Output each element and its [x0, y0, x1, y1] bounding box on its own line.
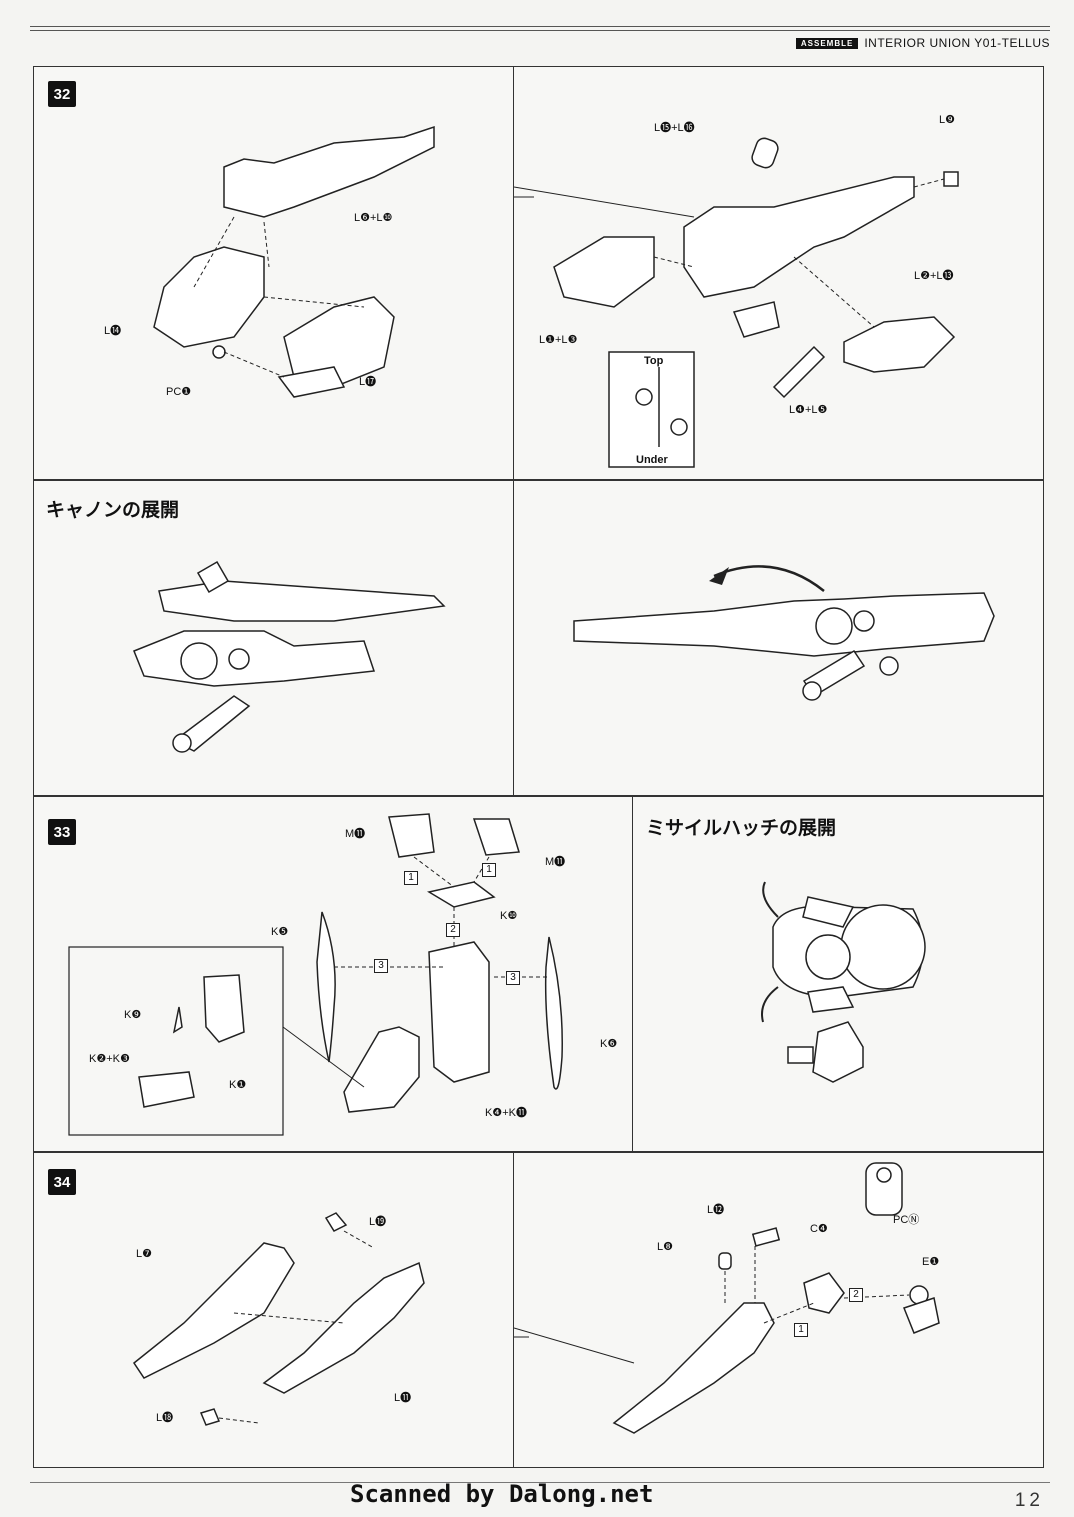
step34-left-illustration: [132, 1212, 425, 1426]
part-label: K❿: [500, 910, 518, 922]
part-label: L⓬: [707, 1204, 725, 1216]
missile-hatch-illustration: [761, 881, 926, 1083]
part-label: K❶: [229, 1079, 247, 1091]
step-order-box: 1: [794, 1323, 808, 1337]
step-number: 33: [48, 819, 76, 845]
step-order-box: 3: [506, 971, 520, 985]
part-label: L❼: [136, 1248, 152, 1260]
cannon-deployed-illustration: [573, 565, 995, 701]
part-label: L❷+L⓭: [914, 270, 954, 282]
part-label: K❾: [124, 1009, 142, 1021]
step-number: 34: [48, 1169, 76, 1195]
part-label: PCⓃ: [893, 1214, 920, 1226]
step-number: 32: [48, 81, 76, 107]
part-label: L⓲: [156, 1412, 174, 1424]
step32-left-illustration: [153, 125, 435, 398]
part-label: L❾: [939, 114, 955, 126]
step-order-box: 1: [482, 863, 496, 877]
step33-panel: 33 ミサイルハッチの展開 M⓫ M⓫ K❿ K❺ K❻ K❾ K❷+K❸ K❶: [33, 796, 1044, 1152]
orientation-under: Under: [636, 454, 668, 466]
part-label: L⓳: [369, 1216, 387, 1228]
orientation-top: Top: [644, 355, 664, 367]
part-label: L⓮: [104, 325, 122, 337]
header-rule-bottom: [30, 30, 1050, 31]
header-title: INTERIOR UNION Y01-TELLUS: [864, 36, 1050, 50]
part-label: L⓫: [394, 1392, 412, 1404]
step32-panel: 32 L❻+L❿ L⓮ PC❶ L⓱: [33, 66, 1044, 480]
part-label: K❹+K⓫: [485, 1107, 527, 1119]
step34-right-illustration: [514, 1162, 940, 1434]
part-label: K❻: [600, 1038, 618, 1050]
step34-panel: 34 L⓳ L❼ L⓲ L⓫: [33, 1152, 1044, 1468]
part-label: K❺: [271, 926, 289, 938]
section-title: ミサイルハッチの展開: [646, 817, 837, 839]
cannon-deploy-panel: キャノンの展開: [33, 480, 1044, 796]
assemble-tag: ASSEMBLE: [795, 37, 859, 49]
part-label: M⓫: [345, 828, 366, 840]
part-label: L⓱: [359, 376, 377, 388]
step-order-box: 2: [849, 1288, 863, 1302]
section-title: キャノンの展開: [46, 499, 180, 521]
part-label: L❽: [657, 1241, 673, 1253]
scan-credit: Scanned by Dalong.net: [350, 1480, 654, 1508]
part-label: L❻+L❿: [354, 212, 393, 224]
part-label: PC❶: [166, 386, 192, 398]
footer-rule: [30, 1482, 1050, 1483]
part-label: L⓯+L⓰: [654, 122, 695, 134]
step-order-box: 2: [446, 923, 460, 937]
panel-divider: [513, 1153, 514, 1467]
part-label: L❶+L❸: [539, 334, 578, 346]
header-rule-top: [30, 26, 1050, 27]
part-label: C❹: [810, 1223, 828, 1235]
panel-divider: [632, 797, 633, 1151]
page-number: 12: [1014, 1490, 1044, 1511]
part-label: E❶: [922, 1256, 940, 1268]
part-label: M⓫: [545, 856, 566, 868]
step33-illustration: [68, 813, 563, 1136]
panel-divider: [513, 481, 514, 795]
step32-right-illustration: [514, 137, 959, 468]
part-label: L❹+L❺: [789, 404, 828, 416]
panel-divider: [513, 67, 514, 479]
cannon-folded-illustration: [133, 560, 446, 753]
part-label: K❷+K❸: [89, 1053, 130, 1065]
step-order-box: 3: [374, 959, 388, 973]
step-order-box: 1: [404, 871, 418, 885]
page-header: ASSEMBLE INTERIOR UNION Y01-TELLUS: [795, 36, 1050, 50]
